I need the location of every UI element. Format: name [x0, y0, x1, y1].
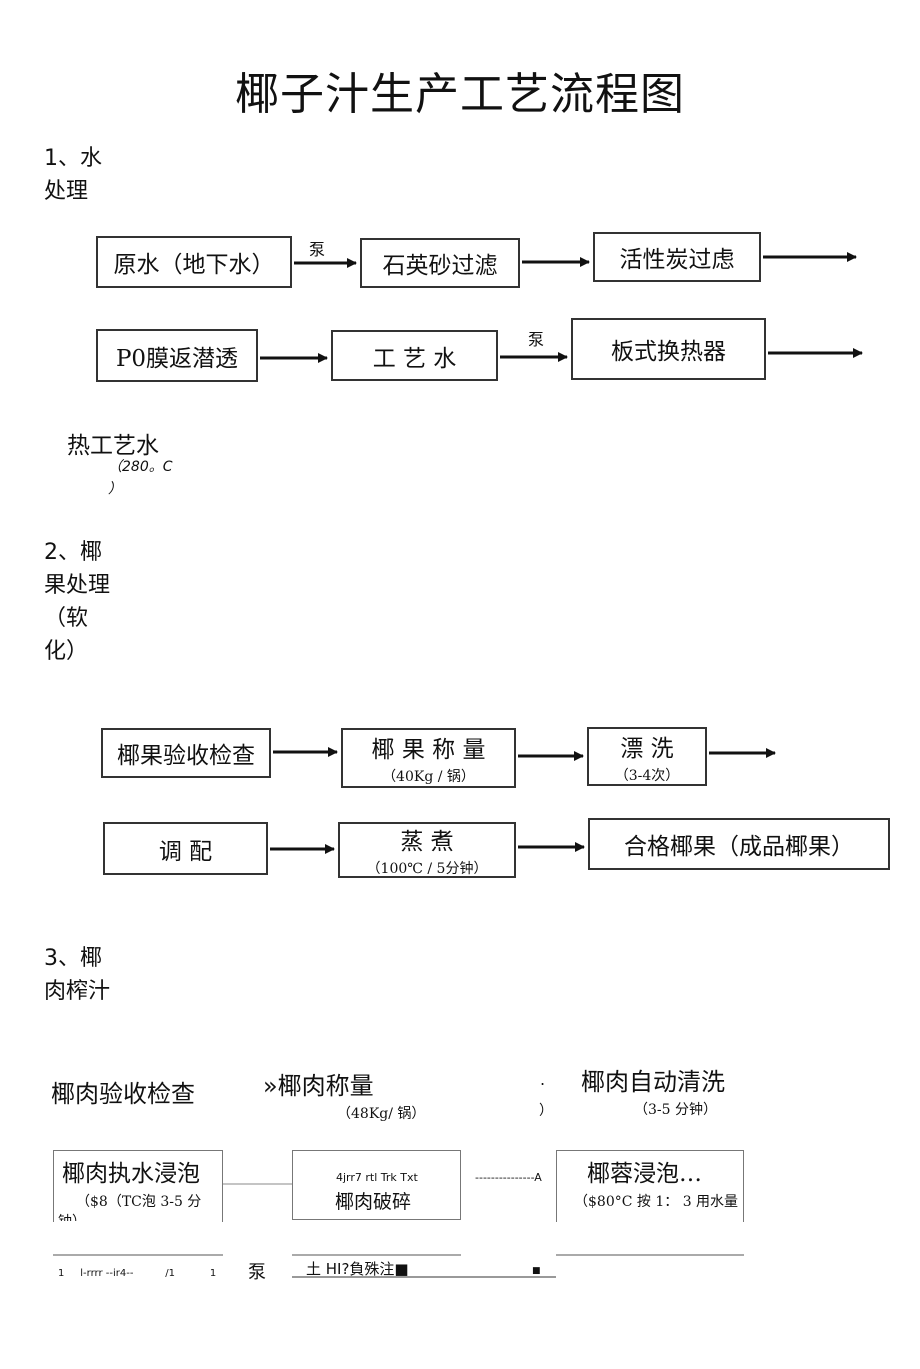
bottom-square: ■	[532, 1266, 541, 1276]
stray-dot: .	[540, 1070, 546, 1089]
coconut-meat-soaking-label: 椰肉执水浸泡	[62, 1161, 200, 1187]
section2-heading: 2、椰 果处理 （软 化）	[44, 536, 110, 668]
plate-heat-exchanger-label: 板式换热器	[611, 339, 726, 365]
blending-box: 调 配	[103, 822, 268, 875]
pump-label-2: 泵	[528, 330, 545, 349]
qualified-coconut-fruit-box: 合格椰果（成品椰果）	[588, 818, 890, 870]
coconut-paste-soaking-box	[556, 1150, 744, 1222]
section1-heading-line1: 1、水	[44, 146, 102, 171]
quartz-sand-filter-label: 石英砂过滤	[382, 253, 498, 279]
coconut-meat-soaking-sub2: 钟）	[58, 1211, 86, 1221]
ro-membrane-box: P0膜返潜透	[96, 329, 258, 382]
coconut-meat-weighing-sub: （48Kg/ 锅）	[337, 1106, 426, 1122]
coconut-meat-weighing-label: »椰肉称量	[263, 1072, 374, 1100]
section1-heading: 1、水 处理	[44, 142, 102, 208]
hot-process-water-label: 热工艺水	[67, 433, 159, 459]
section2-heading-line4: 化）	[44, 639, 89, 664]
coconut-meat-crushing-label: 椰肉破碎	[335, 1191, 412, 1213]
steaming-sub: （100℃ / 5分钟）	[366, 861, 488, 877]
quartz-sand-filter-box: 石英砂过滤	[360, 238, 520, 288]
rinse-label: 漂 洗	[620, 735, 674, 762]
section3-heading-line2: 肉榨汁	[44, 979, 111, 1004]
process-water-label: 工 艺 水	[372, 345, 457, 372]
section2-heading-line1: 2、椰	[44, 540, 102, 565]
section3-heading-line1: 3、椰	[44, 946, 102, 971]
stray-paren: ）	[539, 1103, 553, 1119]
hot-water-temp-line1: （280。C	[108, 459, 173, 475]
section2-heading-line3: （软	[44, 606, 89, 631]
rinse-sub: （3-4次）	[614, 767, 680, 784]
pump-label-1: 泵	[309, 240, 326, 259]
section2-heading-line2: 果处理	[44, 573, 111, 598]
coconut-paste-soaking-label: 椰蓉浸泡…	[587, 1161, 702, 1187]
coconut-fruit-inspection-label: 椰果验收检查	[117, 743, 255, 769]
raw-water-box: 原水（地下水）	[96, 236, 292, 288]
coconut-fruit-weighing-sub: （40Kg / 锅）	[382, 769, 475, 785]
coconut-meat-washing-label: 椰肉自动清洗	[581, 1068, 725, 1096]
dashed-arrow-text: ---------------A	[475, 1171, 542, 1184]
coconut-meat-soaking-sub: （$8（TC泡 3-5 分	[76, 1194, 202, 1210]
crushing-small-text: 4jrr7 rtl Trk Txt	[336, 1171, 418, 1184]
crushing-box	[292, 1150, 461, 1220]
bottom-mid-text: 土 HI?負殊注■	[306, 1260, 409, 1278]
raw-water-label: 原水（地下水）	[113, 252, 275, 278]
section3-heading: 3、椰 肉榨汁	[44, 942, 110, 1008]
blending-label: 调 配	[158, 838, 213, 865]
coconut-meat-inspection-label: 椰肉验收检查	[51, 1080, 195, 1108]
section1-heading-line2: 处理	[44, 179, 89, 204]
activated-carbon-filter-label: 活性炭过虑	[619, 247, 735, 273]
coconut-fruit-inspection-box: 椰果验收检查	[101, 728, 271, 778]
process-water-box: 工 艺 水	[331, 330, 498, 381]
bottom-left-noise: 1 l-rrrr --ir4-- /1 1	[58, 1268, 217, 1279]
page-title: 椰子汁生产工艺流程图	[235, 69, 685, 120]
coconut-paste-soaking-sub: （$80°C 按 1： 3 用水量	[574, 1194, 739, 1210]
coconut-fruit-weighing-box: 椰 果 称 量 （40Kg / 锅）	[341, 728, 516, 788]
steaming-label: 蒸 煮	[400, 829, 454, 855]
hot-water-temp-line2: ）	[108, 481, 122, 497]
activated-carbon-filter-box: 活性炭过虑	[593, 232, 761, 282]
qualified-coconut-fruit-label: 合格椰果（成品椰果）	[624, 834, 854, 860]
soaking-box	[53, 1150, 223, 1222]
pump-label-3: 泵	[248, 1262, 266, 1283]
coconut-meat-washing-sub: （3-5 分钟）	[634, 1102, 717, 1118]
ro-membrane-label: P0膜返潜透	[115, 345, 239, 372]
steaming-box: 蒸 煮 （100℃ / 5分钟）	[338, 822, 516, 878]
coconut-fruit-weighing-label: 椰 果 称 量	[371, 737, 486, 763]
plate-heat-exchanger-box: 板式换热器	[571, 318, 766, 380]
rinse-box: 漂 洗 （3-4次）	[587, 727, 707, 786]
coconut-paste-soaking-sub2: 、	[562, 1210, 576, 1220]
